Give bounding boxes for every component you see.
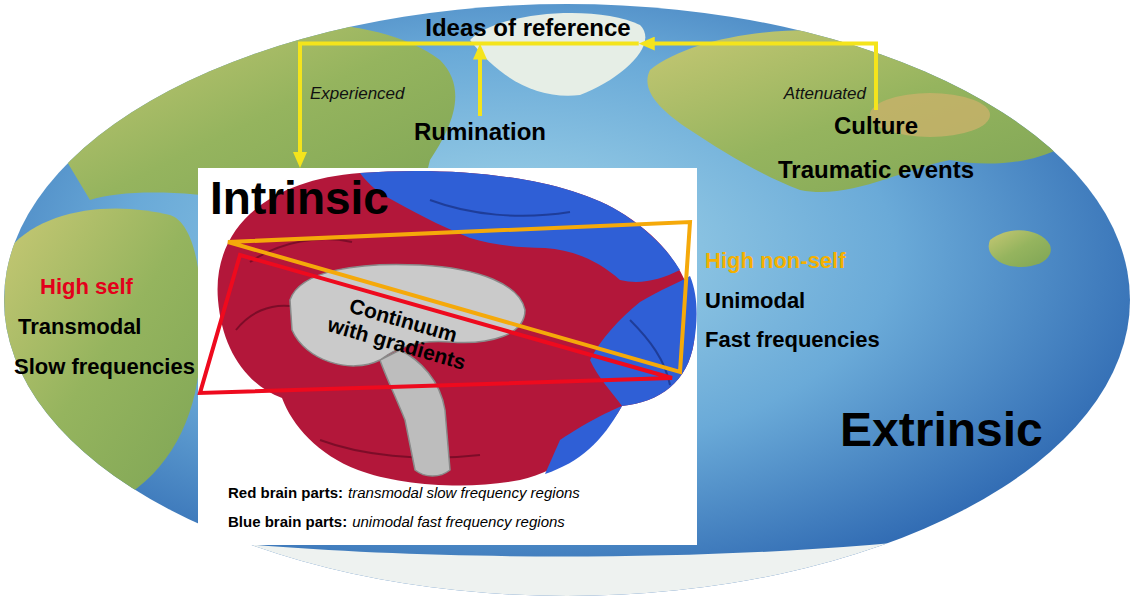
panel-heading: Intrinsic [210, 172, 697, 225]
concept-term: Rumination [414, 118, 546, 146]
edge-label: Experienced [310, 84, 405, 104]
concept-node: CultureTraumatic events [770, 110, 982, 185]
key-description: unimodal fast frequency regions [352, 513, 565, 530]
concept-node: Ideas of reference [417, 12, 638, 44]
key-term: Red brain parts: [228, 484, 343, 501]
flow-arrow [647, 44, 876, 110]
sulcus [236, 306, 290, 330]
property-label: Slow frequencies [14, 354, 195, 379]
edge-label: Attenuated [784, 84, 866, 104]
sulcus [320, 440, 480, 458]
self-gradient-triangle [200, 255, 672, 393]
continuum-label: Continuum with gradients [321, 288, 478, 375]
continent [647, 30, 1090, 192]
sulcus [250, 239, 352, 262]
island [989, 230, 1051, 267]
flow-arrow [478, 52, 482, 116]
ocean [4, 4, 1130, 596]
unimodal-region [545, 406, 622, 474]
key-description: transmodal slow frequency regions [348, 484, 580, 501]
concept-term: Ideas of reference [425, 14, 630, 42]
flow-arrow [300, 44, 639, 160]
concept-term: Culture [778, 112, 974, 140]
property-label: Unimodal [705, 288, 805, 313]
sulcus [430, 200, 570, 216]
brainstem [380, 350, 450, 476]
concept-term: Traumatic events [778, 156, 974, 184]
property-label: Fast frequencies [705, 327, 880, 352]
property-label: Transmodal [18, 314, 141, 339]
continent [4, 208, 201, 502]
pole-label: High non-self [705, 248, 846, 273]
key-term: Blue brain parts: [228, 513, 347, 530]
pole-label: High self [40, 274, 133, 299]
concept-node: Rumination [406, 116, 554, 148]
domain-label: Extrinsic [840, 402, 1043, 457]
brain-panel-ground [198, 168, 697, 545]
